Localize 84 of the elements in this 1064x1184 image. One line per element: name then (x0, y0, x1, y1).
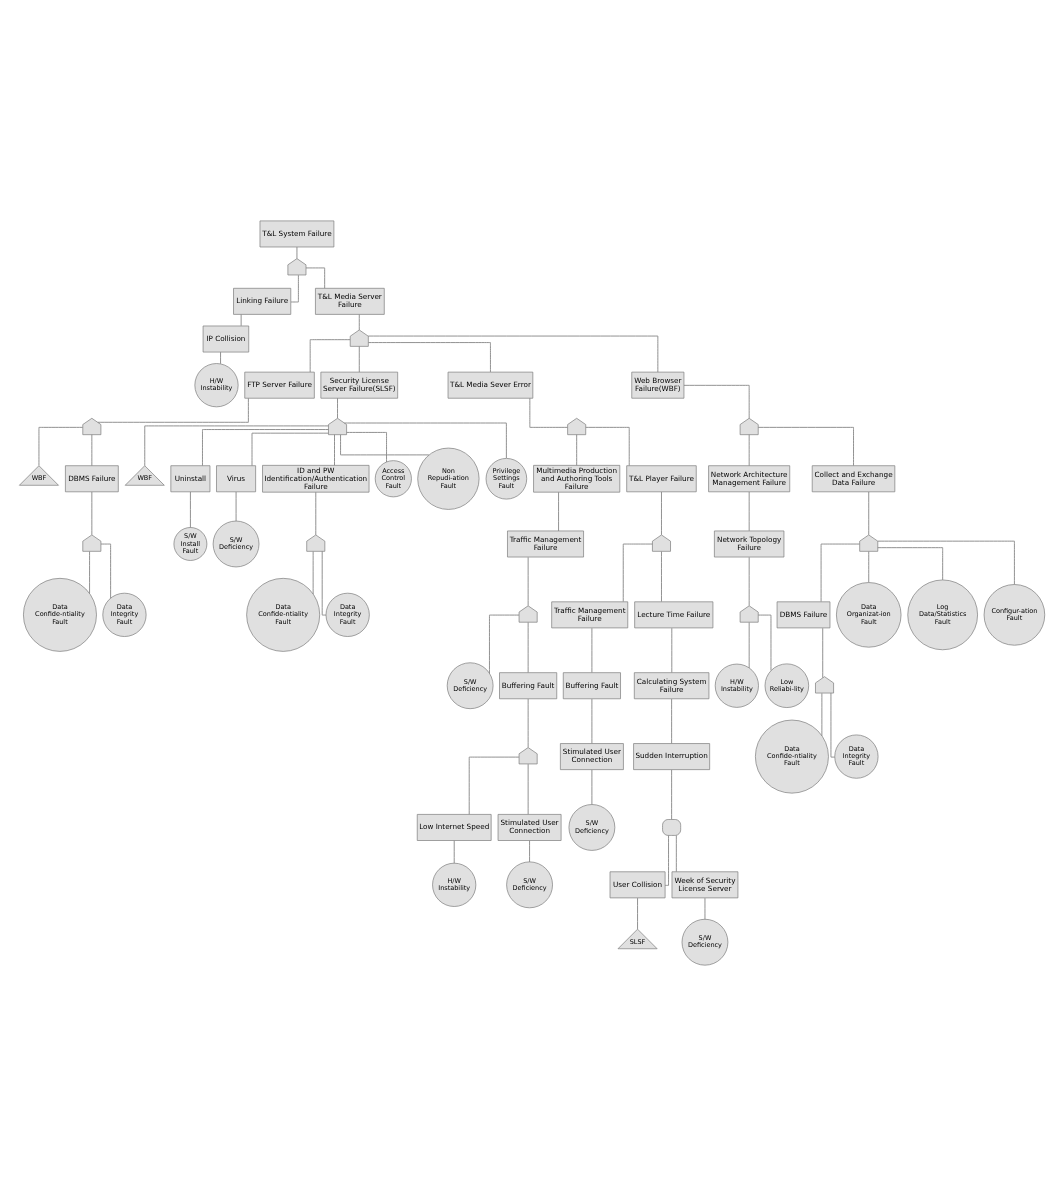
connector (868, 490, 870, 535)
connector (527, 697, 529, 747)
connector (89, 550, 90, 593)
connector (240, 313, 242, 326)
node-or-gate (306, 533, 326, 551)
connector (527, 555, 529, 606)
connector (346, 431, 387, 462)
node-or-gate (739, 604, 759, 622)
connector (312, 550, 314, 594)
connector (529, 839, 530, 862)
node-or-gate (739, 416, 759, 435)
connector (591, 626, 593, 672)
connector (877, 546, 944, 580)
connector (664, 834, 669, 885)
connector (820, 542, 860, 601)
connector (309, 338, 351, 372)
connector (315, 490, 317, 535)
connector (821, 691, 823, 736)
connector (343, 421, 507, 458)
node-or-gate (349, 328, 369, 346)
node-or-gate (652, 533, 671, 551)
connector (251, 431, 329, 465)
connector (591, 768, 593, 804)
connector (97, 396, 249, 422)
connector (661, 550, 662, 601)
node-or-gate (567, 416, 587, 435)
node-or-gate (815, 675, 834, 693)
connector (868, 550, 870, 582)
connector (683, 383, 750, 418)
connector (290, 273, 299, 302)
connector (144, 424, 329, 466)
connector (748, 433, 750, 466)
connector (367, 334, 659, 372)
connector (38, 425, 84, 465)
connector (622, 542, 653, 601)
node-or-gate (82, 533, 102, 551)
connector (830, 691, 836, 757)
connector (576, 433, 578, 465)
connector (748, 555, 750, 606)
connector (585, 425, 630, 465)
connector (591, 697, 593, 743)
node-or-gate (518, 604, 538, 622)
connector (100, 542, 112, 598)
connector (91, 490, 93, 535)
connector (822, 626, 824, 678)
node-or-gate (859, 533, 879, 551)
connector (877, 539, 1015, 584)
connector (671, 626, 673, 672)
connector (757, 613, 772, 670)
connector (527, 762, 529, 814)
connector (334, 433, 335, 465)
connector (235, 490, 237, 521)
connector (748, 621, 750, 668)
connector (704, 896, 706, 919)
connector (529, 396, 568, 427)
node-or-gate (328, 416, 347, 435)
connector (748, 490, 750, 531)
connector (358, 345, 360, 372)
connector (91, 433, 93, 466)
connector (337, 396, 338, 418)
node-and-gate (662, 818, 682, 835)
connector (189, 490, 191, 527)
node-or-gate (287, 257, 307, 275)
connector (340, 433, 430, 455)
connector (675, 834, 677, 872)
connector (358, 313, 360, 330)
node-or-gate (82, 416, 102, 435)
connector (202, 428, 329, 465)
connector (321, 549, 327, 615)
connector (296, 245, 298, 258)
connector (527, 621, 529, 672)
connector (671, 768, 673, 819)
connector (220, 350, 221, 364)
connector (757, 425, 854, 465)
connector (637, 896, 638, 929)
connector (661, 490, 662, 535)
connector (558, 490, 559, 531)
connector (671, 697, 673, 743)
connector (368, 341, 491, 372)
node-or-gate (518, 746, 538, 764)
connector (468, 755, 520, 814)
connector (453, 839, 455, 863)
connector (489, 613, 520, 673)
connector (305, 266, 326, 288)
